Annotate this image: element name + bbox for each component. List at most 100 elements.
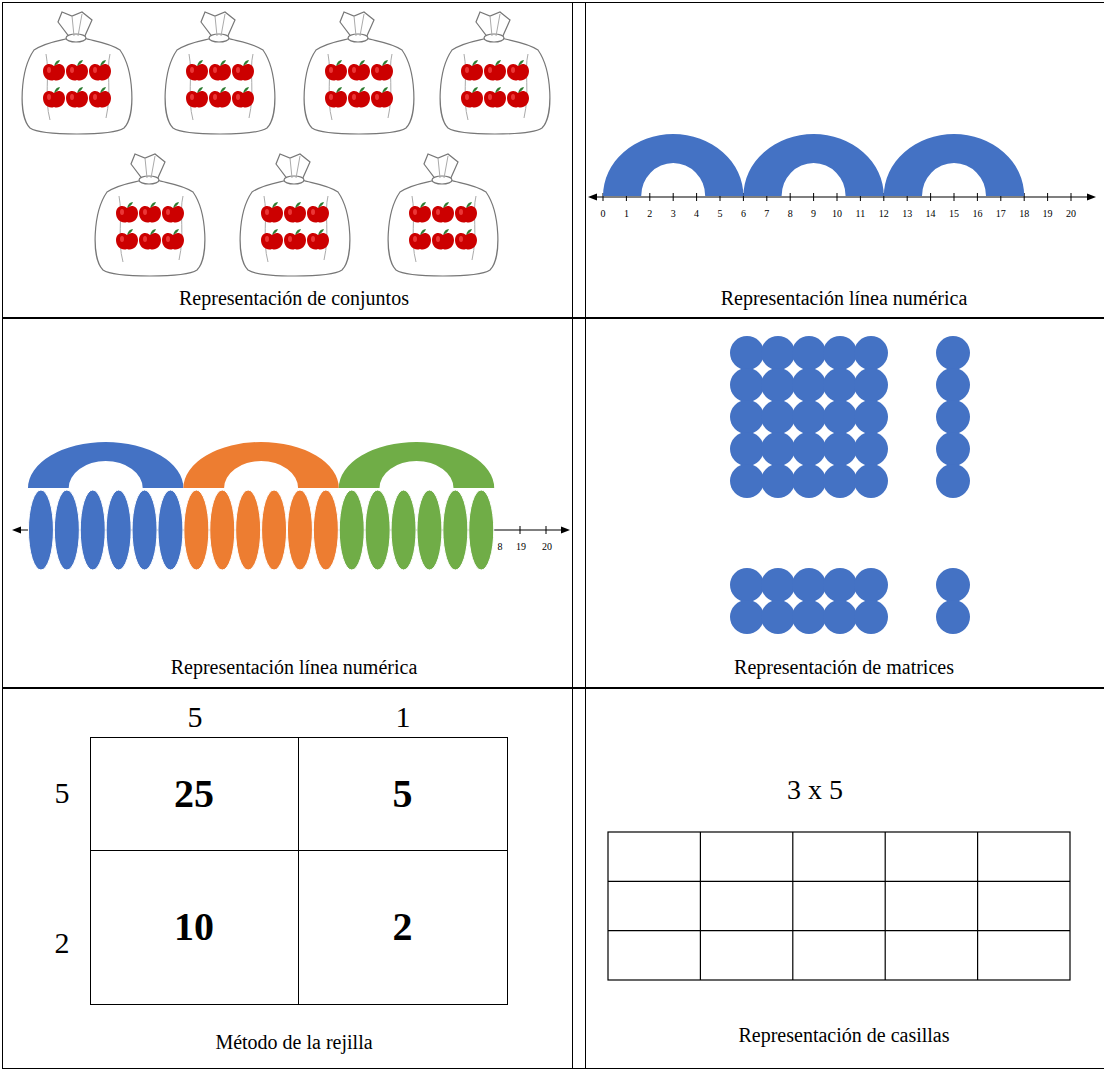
number-line-groups [391,490,416,570]
matrix-dots [730,464,888,498]
tick-number: 20 [542,541,552,552]
number-line-groups [158,490,183,570]
caption-text: Representación línea numérica [3,655,585,679]
number-line-groups [262,490,287,570]
number-line-groups [28,490,493,570]
product-number: 10 [174,904,214,950]
factor-header: 5 [188,700,203,733]
matrix-dots [730,432,888,466]
tick-number: 0 [601,208,606,219]
matrix-dots [730,368,888,402]
representation-cell: Representación de conjuntos [2,2,586,318]
matrix-dots [936,432,970,466]
tick-number: 8 [498,541,503,552]
number-line-groups [54,490,79,570]
tick-number: 12 [879,208,889,219]
product-number: 5 [393,771,413,817]
matrix-dots [936,368,970,402]
box-grid [608,832,1070,980]
box-grid [608,832,1070,980]
tick-number: 18 [1019,208,1029,219]
tick-number: 7 [764,208,769,219]
tick-number: 5 [718,208,723,219]
number-line-groups [443,490,468,570]
number-line-jumps [588,194,597,201]
grid-product-box: 2 [298,850,508,1005]
caption-text: Representación de casillas [573,1023,1104,1047]
tick-number: 11 [856,208,866,219]
number-line-groups [339,490,364,570]
number-line-groups [469,490,494,570]
matrix-dots [730,568,888,602]
number-line-groups [28,490,183,570]
number-line-groups [313,490,338,570]
number-line-groups [28,490,53,570]
number-line-groups [12,527,21,534]
caption-text: Representación de matrices [573,655,1104,679]
caption-text: Representación de conjuntos [3,286,585,310]
tick-number: 4 [694,208,699,219]
tick-number: 16 [972,208,982,219]
number-line-groups [339,442,494,488]
caption-text: Método de la rejilla [3,1030,585,1054]
bags-illustration [22,12,550,276]
matrix-dots [730,400,888,434]
tick-number: 19 [1043,208,1053,219]
matrix-dots [936,464,970,498]
number-line-groups [80,490,105,570]
number-line-groups [184,490,339,570]
multiplication-title: 3 x 5 [787,775,843,806]
number-line-groups [365,490,390,570]
representation-cell: Representación de matrices [572,318,1104,688]
tick-number: 6 [741,208,746,219]
number-line-groups [520,526,546,534]
tick-number: 9 [811,208,816,219]
bags-illustration [388,154,498,276]
matrix-dots [730,336,970,634]
representation-cell: Representación línea numérica [2,318,586,688]
caption-text: Representación línea numérica [573,286,1104,310]
number-line-jumps [593,196,1090,197]
tick-number: 14 [926,208,936,219]
factor-header: 1 [396,700,411,733]
matrix-dots [936,336,970,370]
number-line-groups [183,442,338,488]
bags-illustration [240,154,350,276]
matrix-dots [730,600,888,634]
representation-cell: Método de la rejilla255102 [2,688,586,1069]
number-line-jumps [603,134,743,196]
number-line-groups [28,442,183,488]
grid-product-box: 10 [90,850,299,1005]
tick-number: 15 [949,208,959,219]
box-grid [608,832,1070,980]
tick-number: 20 [1066,208,1076,219]
matrix-dots [936,600,970,634]
product-number: 2 [393,904,413,950]
tick-number: 17 [996,208,1006,219]
number-line-groups [106,490,131,570]
number-line-groups [12,442,570,570]
number-line-jumps [603,134,1024,196]
tick-number: 3 [671,208,676,219]
product-number: 25 [174,771,214,817]
tick-number: 19 [516,541,526,552]
tick-number: 8 [788,208,793,219]
tick-number: 1 [624,208,629,219]
number-line-jumps [743,134,883,196]
number-line-groups [339,490,494,570]
tick-number: 13 [902,208,912,219]
number-line-groups [184,490,209,570]
number-line-jumps [588,134,1096,201]
number-line-jumps [1087,194,1096,201]
matrix-dots [936,400,970,434]
number-line-groups [236,490,261,570]
number-line-groups [561,527,570,534]
matrix-dots [936,568,970,602]
matrix-dots [730,336,888,370]
bags-illustration [95,154,205,276]
grid-product-box: 5 [298,737,508,851]
grid-product-box: 25 [90,737,299,851]
factor-header: 2 [55,926,70,959]
